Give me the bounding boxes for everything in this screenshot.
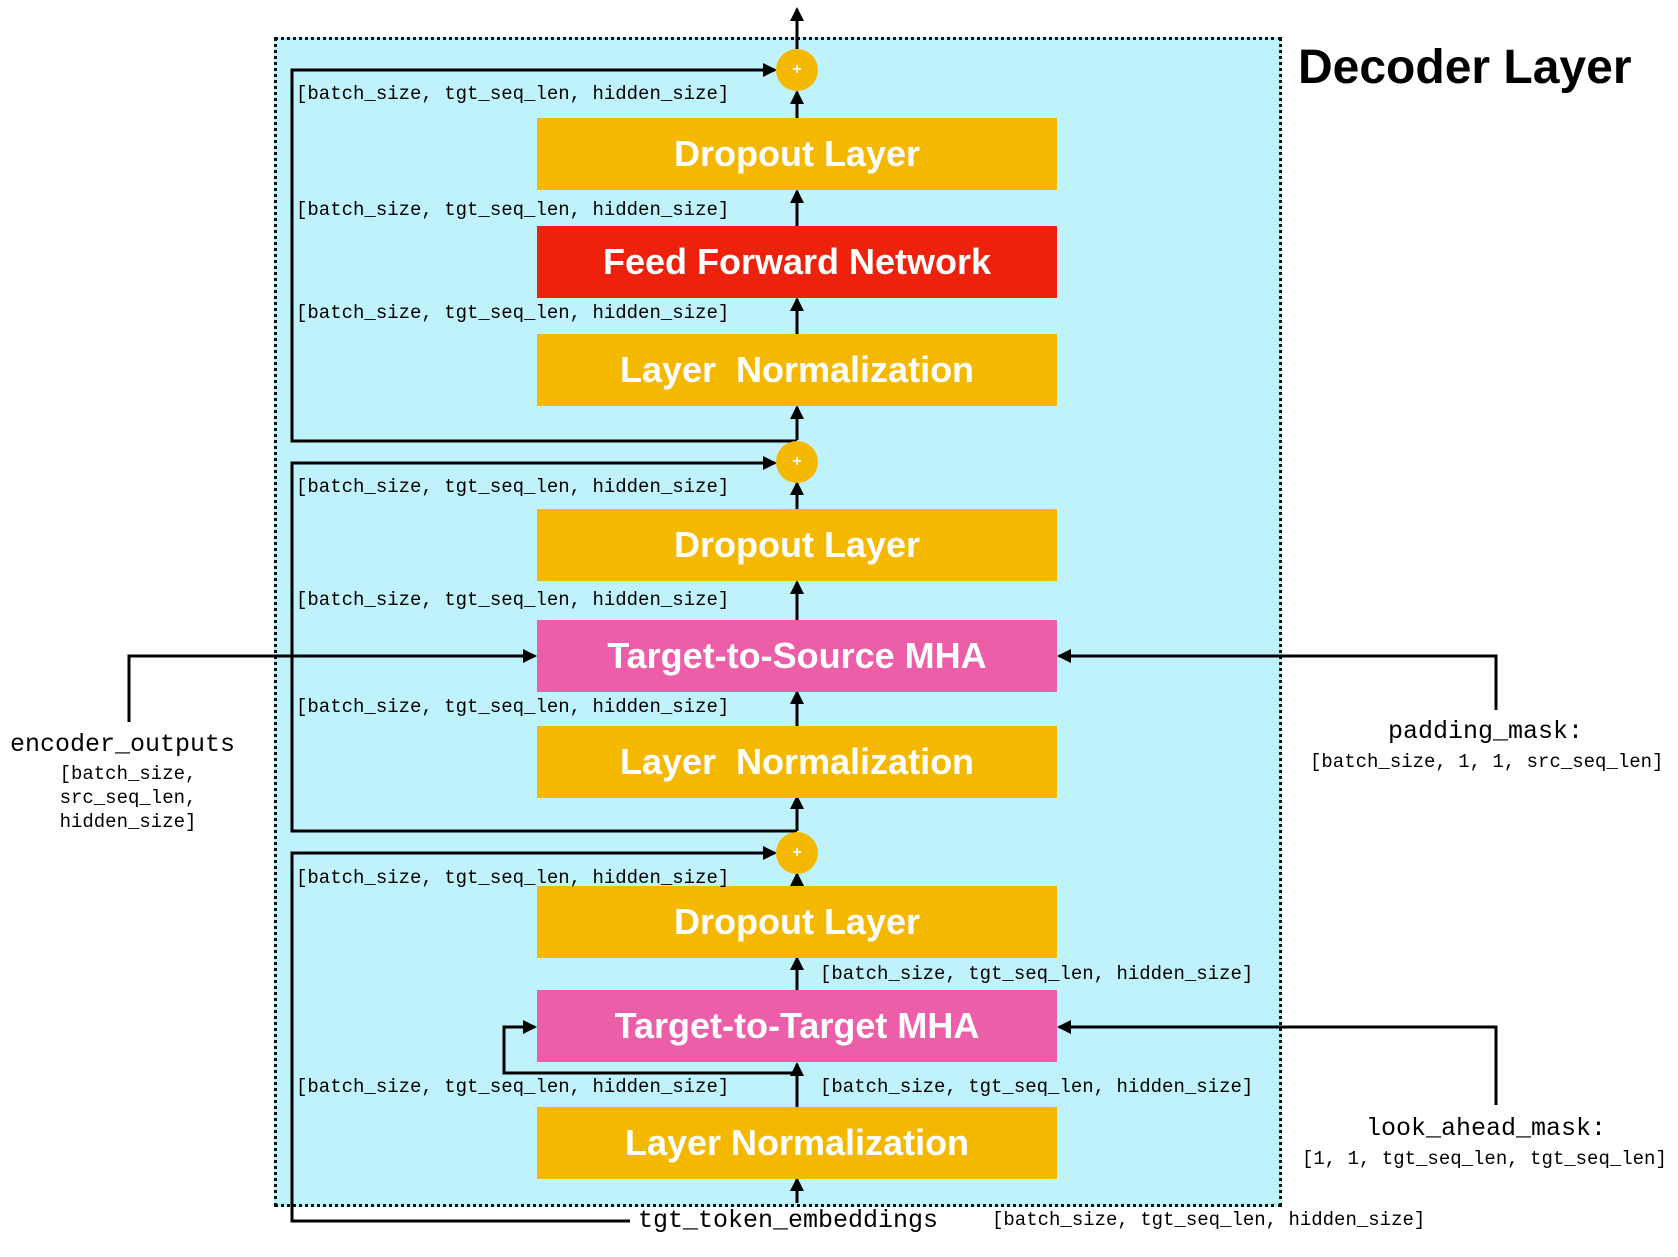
shape-label: [batch_size, tgt_seq_len, hidden_size] <box>296 867 730 889</box>
shape-label: [batch_size, tgt_seq_len, hidden_size] <box>296 83 730 105</box>
layer-normalization-1: Layer Normalization <box>537 1107 1057 1179</box>
dropout-layer-1: Dropout Layer <box>537 886 1057 958</box>
diagram-title: Decoder Layer <box>1298 41 1632 94</box>
shape-label: [batch_size, tgt_seq_len, hidden_size] <box>820 963 1254 985</box>
look-ahead-mask-shape: [1, 1, tgt_seq_len, tgt_seq_len] <box>1302 1148 1667 1170</box>
encoder-outputs-arrow <box>127 649 537 722</box>
shape-label: [batch_size, tgt_seq_len, hidden_size] <box>296 589 730 611</box>
residual-add-3: + <box>776 49 818 91</box>
encoder-outputs-shape-line: hidden_size] <box>59 811 197 833</box>
residual-1 <box>290 846 777 1223</box>
residual-3 <box>290 63 797 443</box>
shape-label: [batch_size, tgt_seq_len, hidden_size] <box>296 302 730 324</box>
shape-label: [batch_size, tgt_seq_len, hidden_size] <box>296 476 730 498</box>
residual-2 <box>290 456 797 833</box>
target-to-target-mha: Target-to-Target MHA <box>537 990 1057 1062</box>
shape-label: [batch_size, tgt_seq_len, hidden_size] <box>296 199 730 221</box>
dropout-layer-2: Dropout Layer <box>537 509 1057 581</box>
encoder-outputs-shape-line: src_seq_len, <box>59 787 197 809</box>
layer-normalization-3: Layer Normalization <box>537 334 1057 406</box>
residual-add-1: + <box>776 832 818 874</box>
padding-mask-arrow <box>1057 649 1498 710</box>
residual-add-2: + <box>776 441 818 483</box>
dropout-layer-3: Dropout Layer <box>537 118 1057 190</box>
padding-mask-shape: [batch_size, 1, 1, src_seq_len] <box>1310 751 1664 773</box>
tgt-token-embeddings-shape: [batch_size, tgt_seq_len, hidden_size] <box>992 1209 1426 1231</box>
encoder-outputs-shape: [batch_size, src_seq_len, hidden_size] <box>48 762 208 834</box>
encoder-outputs-shape-line: [batch_size, <box>59 763 197 785</box>
padding-mask-label: padding_mask: <box>1388 717 1584 746</box>
layer-normalization-2: Layer Normalization <box>537 726 1057 798</box>
tgt-token-embeddings-label: tgt_token_embeddings <box>638 1206 939 1235</box>
shape-label: [batch_size, tgt_seq_len, hidden_size] <box>296 1076 730 1098</box>
feed-forward-network: Feed Forward Network <box>537 226 1057 298</box>
shape-label: [batch_size, tgt_seq_len, hidden_size] <box>820 1076 1254 1098</box>
look-ahead-mask-arrow <box>1057 1020 1498 1105</box>
look-ahead-mask-label: look_ahead_mask: <box>1366 1114 1607 1143</box>
qkv-split-arrow <box>502 1020 797 1075</box>
shape-label: [batch_size, tgt_seq_len, hidden_size] <box>296 696 730 718</box>
target-to-source-mha: Target-to-Source MHA <box>537 620 1057 692</box>
encoder-outputs-label: encoder_outputs <box>10 730 236 759</box>
